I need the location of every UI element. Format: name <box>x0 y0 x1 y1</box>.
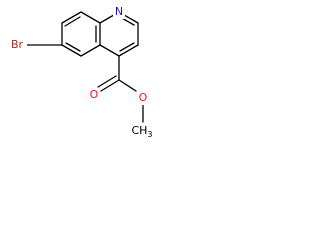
bond-c3-c4-inner <box>119 42 135 52</box>
bond-c3-c4 <box>118 44 139 57</box>
atom-bromine: Br <box>11 38 24 51</box>
atom-methyl-subscript: 3 <box>147 130 152 139</box>
bond-c8-c8a <box>80 11 101 24</box>
atom-bg-o-ester <box>137 91 149 105</box>
bond-c-o-double-b <box>97 75 117 88</box>
bond-c6-c5-inner <box>65 42 81 52</box>
atom-bg-n <box>113 5 125 19</box>
atom-methyl: CH3 <box>131 124 152 139</box>
atom-bg-ch3 <box>132 123 156 139</box>
atom-bg-br <box>7 38 27 52</box>
atom-carbonyl-oxygen: O <box>90 88 99 101</box>
atom-ester-oxygen: O <box>139 91 148 104</box>
bond-c8-c7 <box>61 11 82 24</box>
bond-c-o-double-a <box>100 79 120 92</box>
atom-bg-o-carbonyl <box>88 88 100 102</box>
bond-c8-c7-inner <box>64 16 81 27</box>
bond-c-oester <box>118 79 137 92</box>
bond-c4-c4a <box>99 44 120 57</box>
atom-methyl-label: CH <box>131 124 147 137</box>
bond-c6-c5 <box>61 44 82 57</box>
bond-c5-c4a <box>80 44 101 57</box>
structure-diagram: N Br O O CH3 <box>7 5 156 139</box>
atom-nitrogen: N <box>115 5 123 18</box>
